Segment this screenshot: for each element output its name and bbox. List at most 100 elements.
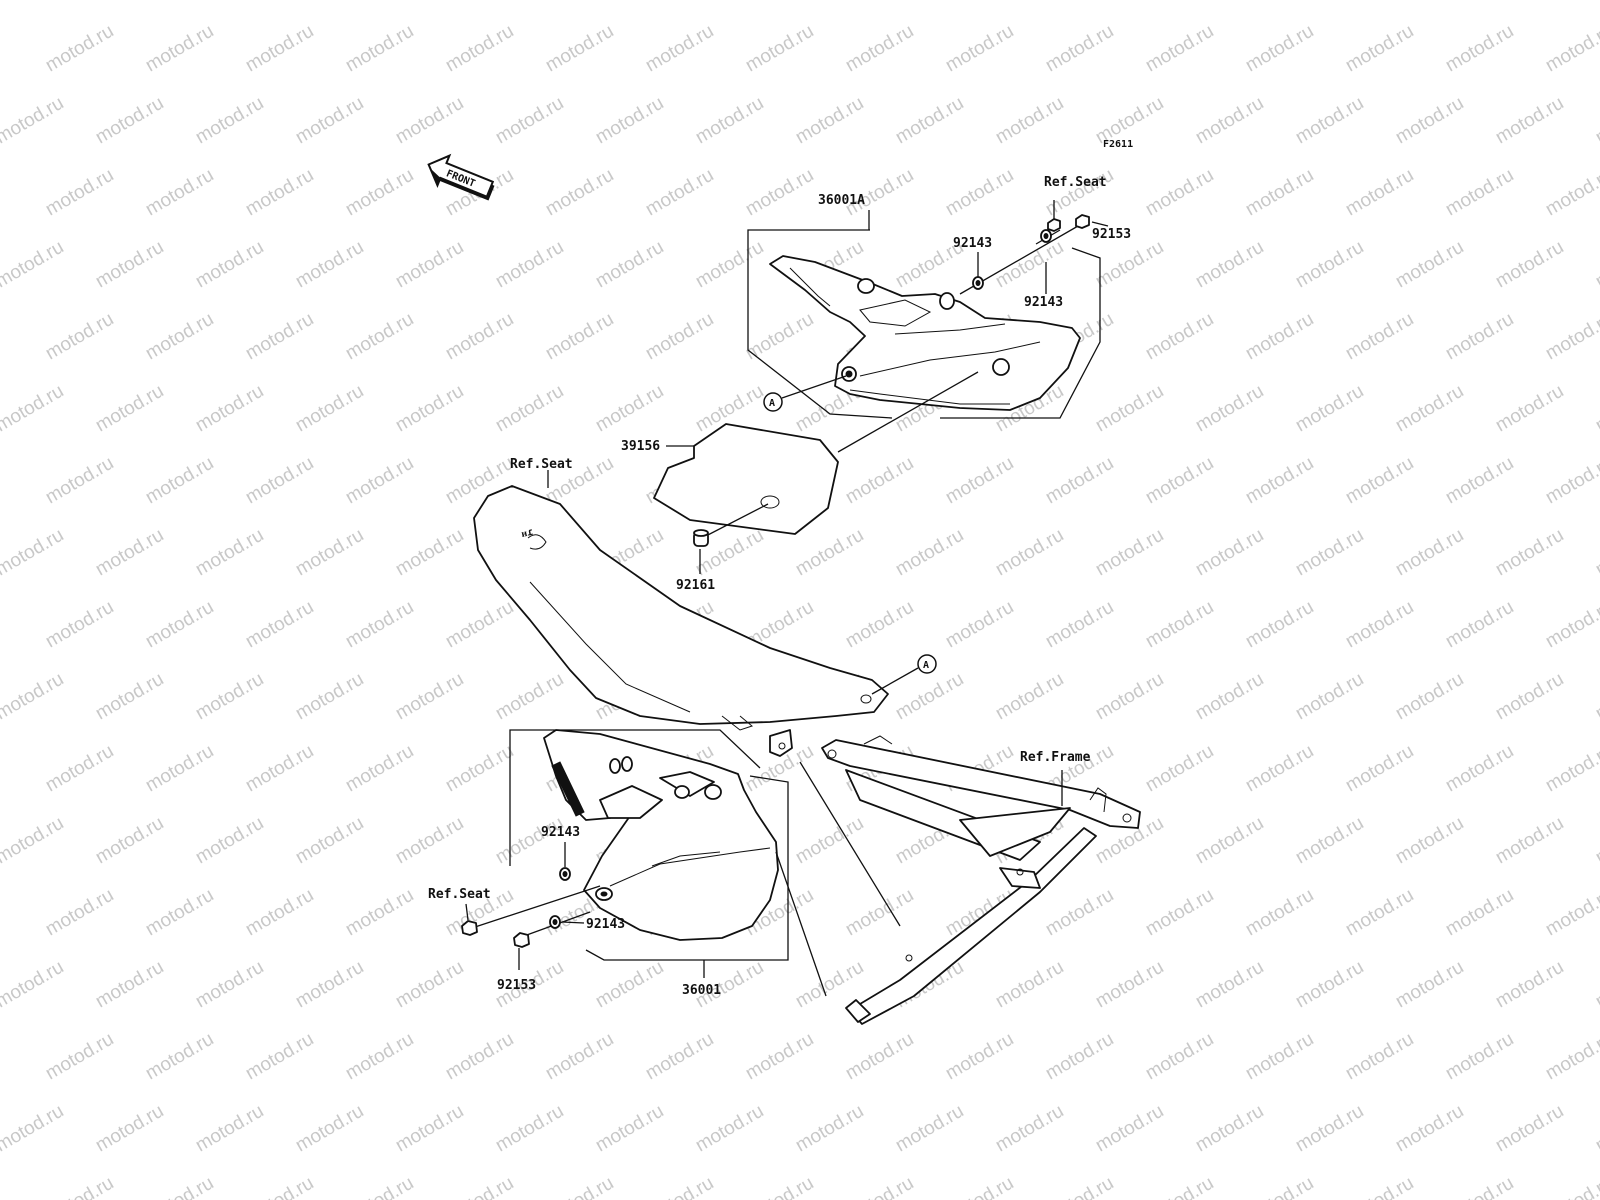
watermark-text: motod.ru: [192, 957, 267, 1013]
watermark-text: motod.ru: [1242, 741, 1317, 797]
watermark-text: motod.ru: [1392, 669, 1467, 725]
watermark-text: motod.ru: [1192, 93, 1267, 149]
marker-a-bottom-label: A: [923, 660, 929, 671]
watermark-text: motod.ru: [892, 93, 967, 149]
watermark-text: motod.ru: [942, 165, 1017, 221]
watermark-text: motod.ru: [1342, 165, 1417, 221]
watermark-text: motod.ru: [1492, 1101, 1567, 1157]
left-cover-bracket: [509, 729, 761, 866]
watermark-text: motod.ru: [1292, 0, 1367, 4]
watermark-text: motod.ru: [342, 165, 417, 221]
watermark-text: motod.ru: [1292, 957, 1367, 1013]
watermark-text: motod.ru: [1492, 957, 1567, 1013]
watermark-text: motod.ru: [92, 0, 167, 4]
watermark-text: motod.ru: [42, 309, 117, 365]
watermark-text: motod.ru: [1442, 741, 1517, 797]
watermark-text: motod.ru: [1592, 237, 1600, 293]
watermark-text: motod.ru: [492, 1101, 567, 1157]
watermark-text: motod.ru: [1142, 1173, 1217, 1200]
watermark-text: motod.ru: [1292, 237, 1367, 293]
watermark-text: motod.ru: [1342, 1173, 1417, 1200]
right-side-cover: [769, 255, 1081, 411]
seat-ref: ᴎɾ: [473, 485, 889, 731]
watermark-text: motod.ru: [1542, 453, 1600, 509]
watermark-text: motod.ru: [342, 309, 417, 365]
watermark-text: motod.ru: [1142, 1029, 1217, 1085]
watermark-text: motod.ru: [1042, 1029, 1117, 1085]
watermark-text: motod.ru: [0, 813, 67, 869]
watermark-text: motod.ru: [592, 957, 667, 1013]
watermark-text: motod.ru: [1442, 1029, 1517, 1085]
pad-39156: [653, 423, 839, 535]
watermark-text: motod.ru: [792, 0, 867, 4]
watermark-text: motod.ru: [842, 453, 917, 509]
watermark-text: motod.ru: [492, 813, 567, 869]
watermark-text: motod.ru: [1042, 453, 1117, 509]
watermark-text: motod.ru: [492, 381, 567, 437]
watermark-text: motod.ru: [1592, 93, 1600, 149]
watermark-text: motod.ru: [1092, 381, 1167, 437]
watermark-text: motod.ru: [1392, 813, 1467, 869]
watermark-text: motod.ru: [1042, 1173, 1117, 1200]
watermark-text: motod.ru: [442, 1173, 517, 1200]
watermark-text: motod.ru: [142, 885, 217, 941]
watermark-text: motod.ru: [642, 1173, 717, 1200]
watermark-text: motod.ru: [492, 237, 567, 293]
watermark-text: motod.ru: [442, 741, 517, 797]
watermark-text: motod.ru: [192, 813, 267, 869]
watermark-text: motod.ru: [92, 381, 167, 437]
watermark-text: motod.ru: [192, 237, 267, 293]
watermark-text: motod.ru: [1242, 21, 1317, 77]
watermark-text: motod.ru: [192, 525, 267, 581]
watermark-text: motod.ru: [192, 0, 267, 4]
watermark-text: motod.ru: [742, 309, 817, 365]
marker-a-bottom-icon: [917, 654, 937, 674]
watermark-text: motod.ru: [292, 1101, 367, 1157]
watermark-text: motod.ru: [1392, 381, 1467, 437]
watermark-text: motod.ru: [1542, 165, 1600, 221]
label-39156: 39156: [621, 439, 660, 454]
watermark-text: motod.ru: [1542, 1029, 1600, 1085]
watermark-text: motod.ru: [292, 957, 367, 1013]
figure-code: F2611: [1103, 139, 1133, 150]
watermark-text: motod.ru: [342, 597, 417, 653]
watermark-text: motod.ru: [1292, 381, 1367, 437]
watermark-text: motod.ru: [1492, 381, 1567, 437]
watermark-text: motod.ru: [142, 597, 217, 653]
watermark-text: motod.ru: [142, 1173, 217, 1200]
marker-a-top-icon: [763, 392, 783, 412]
watermark-text: motod.ru: [442, 21, 517, 77]
watermark-text: motod.ru: [1092, 0, 1167, 4]
watermark-text: motod.ru: [42, 1173, 117, 1200]
watermark-text: motod.ru: [692, 0, 767, 4]
watermark-text: motod.ru: [42, 597, 117, 653]
watermark-text: motod.ru: [292, 237, 367, 293]
watermark-text: motod.ru: [92, 957, 167, 1013]
watermark-text: motod.ru: [742, 21, 817, 77]
label-92143-left-1: 92143: [541, 825, 580, 840]
watermark-text: motod.ru: [1342, 21, 1417, 77]
watermark-text: motod.ru: [42, 741, 117, 797]
watermark-text: motod.ru: [92, 669, 167, 725]
watermark-text: motod.ru: [792, 525, 867, 581]
watermark-text: motod.ru: [1492, 93, 1567, 149]
watermark-text: motod.ru: [392, 93, 467, 149]
watermark-text: motod.ru: [42, 165, 117, 221]
watermark-text: motod.ru: [542, 309, 617, 365]
watermark-text: motod.ru: [842, 1029, 917, 1085]
watermark-text: motod.ru: [1492, 0, 1567, 4]
watermark-text: motod.ru: [1042, 885, 1117, 941]
watermark-text: motod.ru: [942, 1173, 1017, 1200]
watermark-text: motod.ru: [292, 813, 367, 869]
watermark-text: motod.ru: [1492, 237, 1567, 293]
watermark-text: motod.ru: [192, 669, 267, 725]
watermark-text: motod.ru: [992, 93, 1067, 149]
watermark-text: motod.ru: [392, 813, 467, 869]
watermark-text: motod.ru: [1392, 1101, 1467, 1157]
watermark-text: motod.ru: [392, 1101, 467, 1157]
watermark-text: motod.ru: [0, 93, 67, 149]
label-ref-frame: Ref.Frame: [1020, 750, 1091, 765]
watermark-text: motod.ru: [642, 1029, 717, 1085]
